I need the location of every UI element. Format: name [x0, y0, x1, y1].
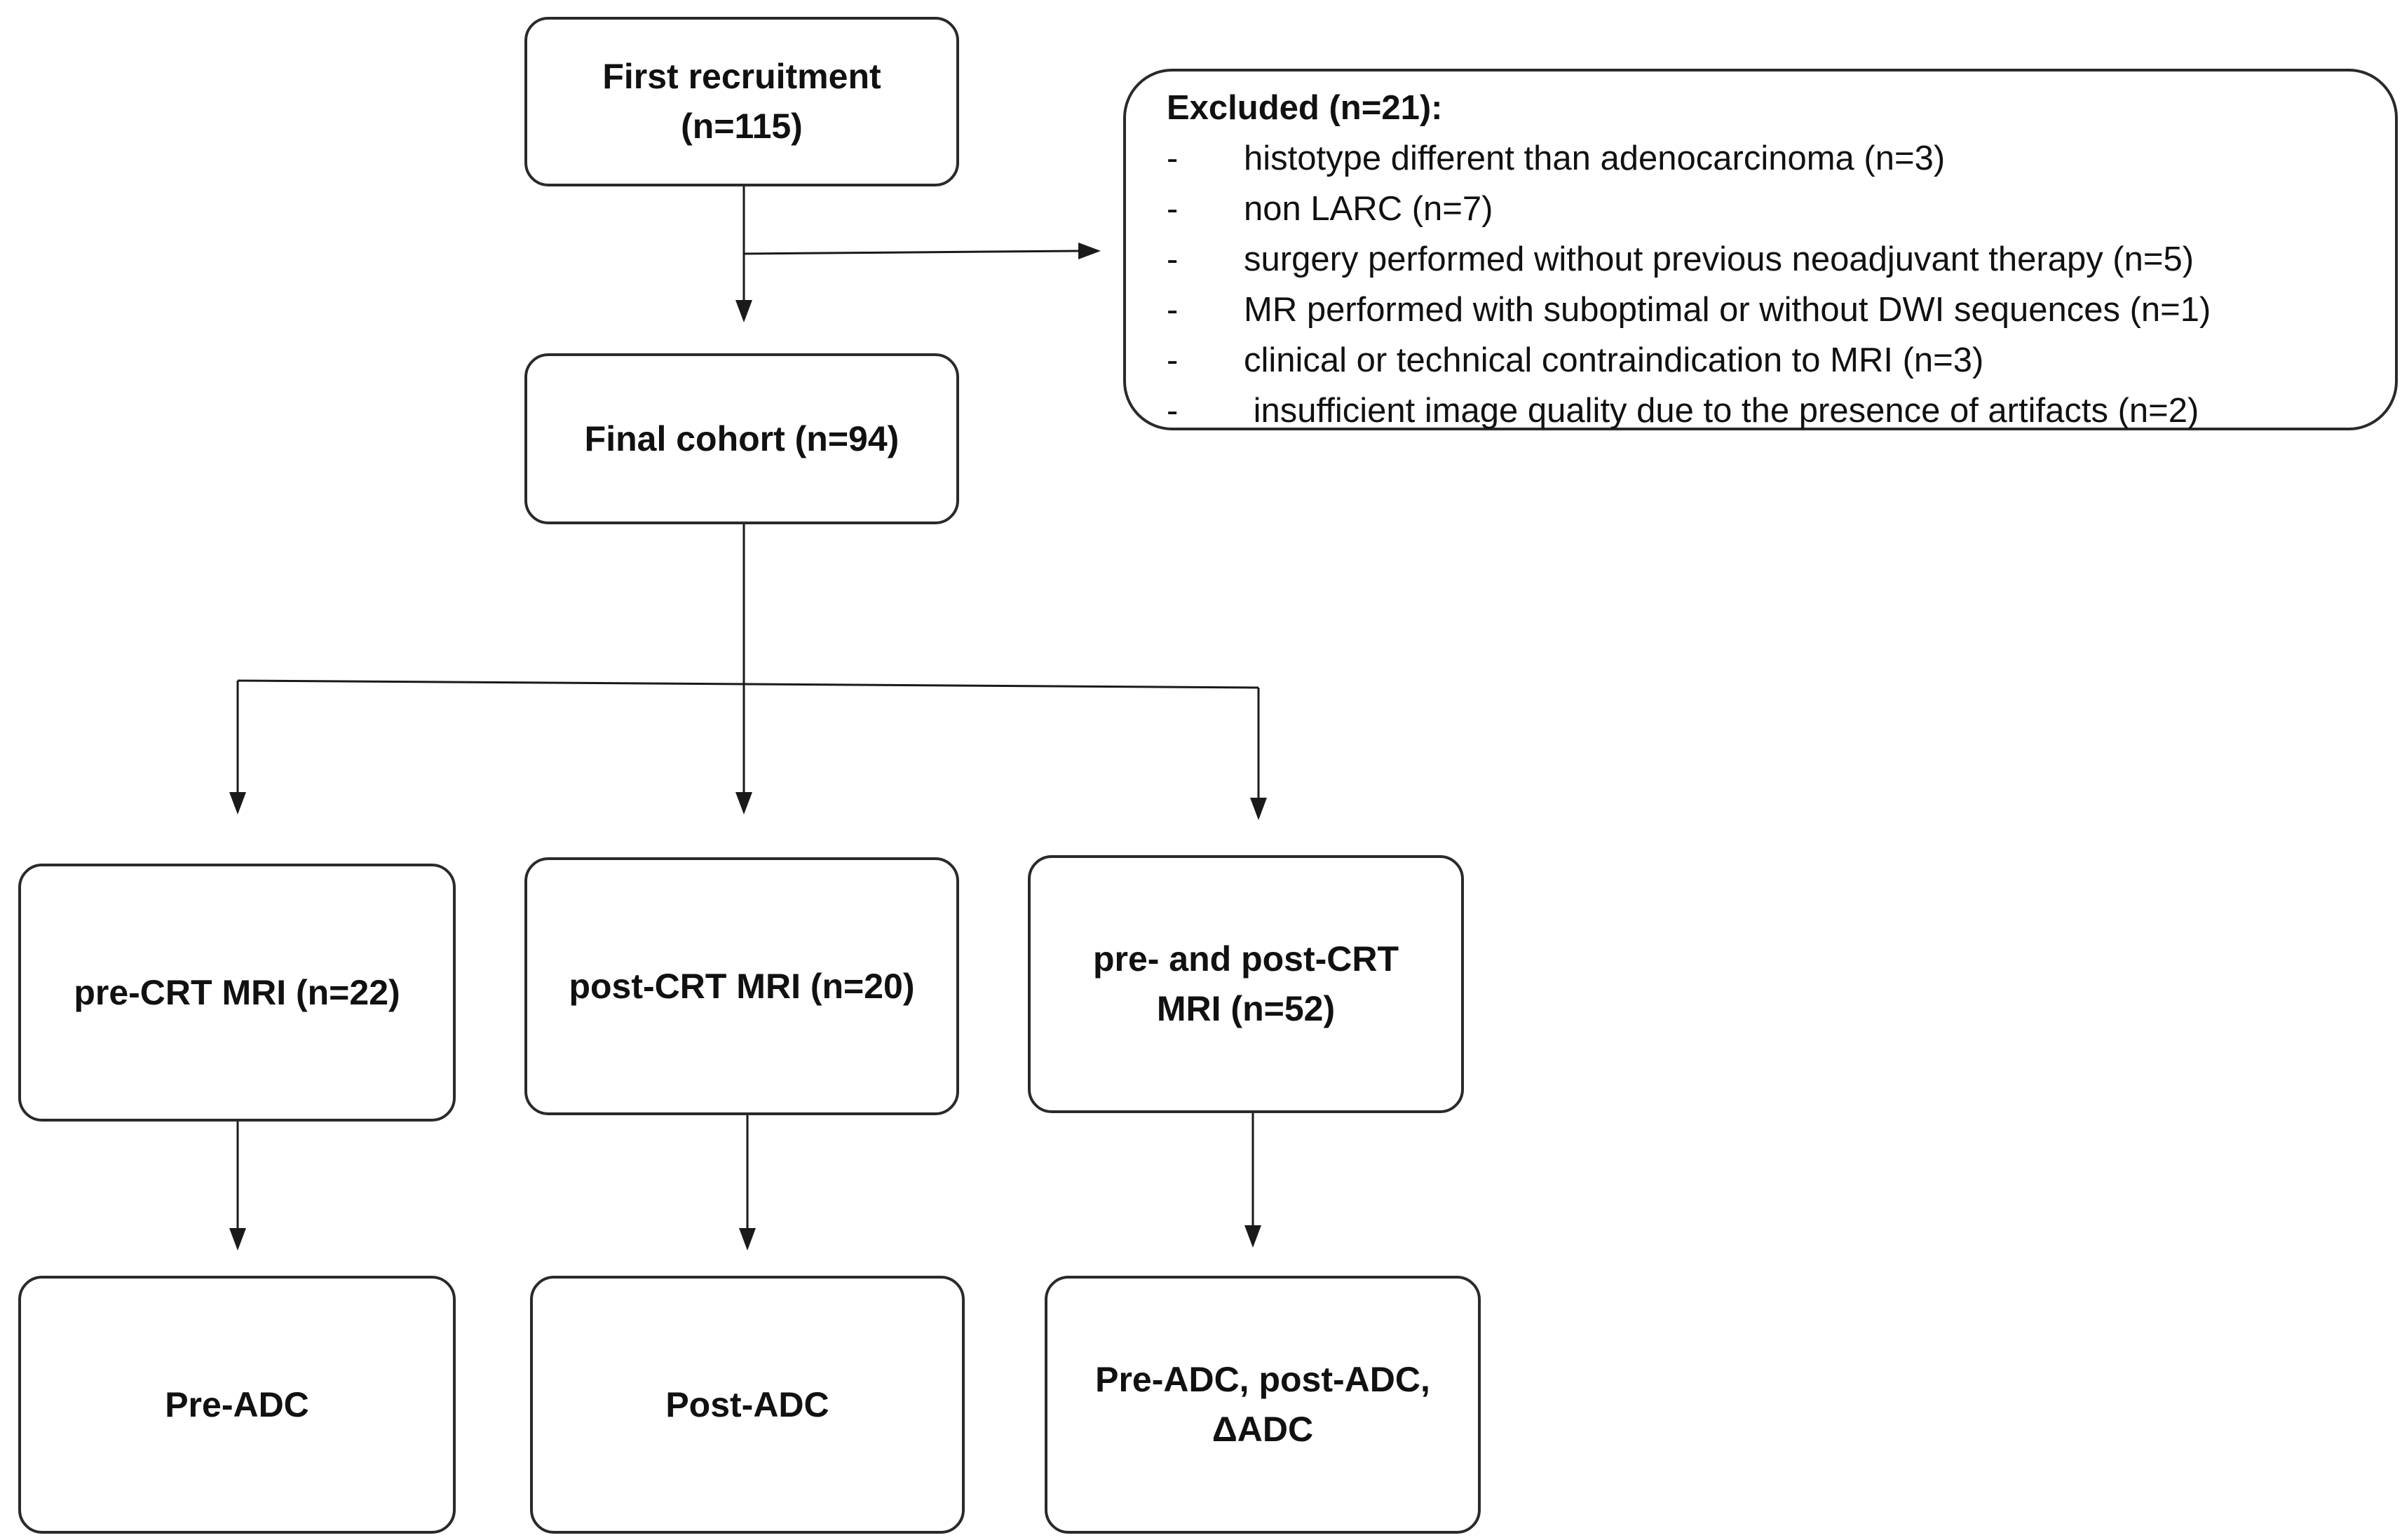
- pre-adc-box: Pre-ADC: [18, 1276, 456, 1534]
- arrowhead-post-adc: [739, 1228, 756, 1251]
- post-crt-mri-box: post-CRT MRI (n=20): [524, 857, 959, 1115]
- excluded-item: - insufficient image quality due to the …: [1167, 386, 2353, 436]
- arrowhead-final: [735, 300, 752, 322]
- arrowhead-excluded: [1078, 243, 1101, 259]
- arrowhead-prepost-mri: [1250, 798, 1267, 820]
- first-recruitment-box: First recruitment (n=115): [524, 17, 959, 186]
- excluded-item-text: non LARC (n=7): [1244, 190, 1493, 228]
- excluded-item-text: clinical or technical contraindication t…: [1244, 341, 1984, 379]
- excluded-item-text: surgery performed without previous neoad…: [1244, 240, 2194, 278]
- branch-line: [237, 679, 1259, 689]
- excluded-box: Excluded (n=21): - histotype different t…: [1123, 69, 2398, 430]
- excluded-item: - MR performed with suboptimal or withou…: [1167, 285, 2353, 335]
- excluded-title: Excluded (n=21):: [1167, 89, 1443, 127]
- post-crt-mri-label: post-CRT MRI (n=20): [569, 966, 915, 1006]
- excluded-item: - clinical or technical contraindication…: [1167, 335, 2353, 386]
- pre-post-crt-mri-box: pre- and post-CRT MRI (n=52): [1028, 855, 1464, 1113]
- final-cohort-label: Final cohort (n=94): [584, 418, 900, 458]
- pre-crt-mri-box: pre-CRT MRI (n=22): [18, 864, 456, 1122]
- post-adc-box: Post-ADC: [530, 1276, 965, 1534]
- arrowhead-pre-mri: [229, 792, 246, 815]
- pre-post-delta-adc-box: Pre-ADC, post-ADC, ΔADC: [1045, 1276, 1481, 1534]
- pre-adc-label: Pre-ADC: [165, 1384, 309, 1424]
- excluded-item: - non LARC (n=7): [1167, 184, 2353, 234]
- bullet-dash: -: [1167, 240, 1179, 278]
- pre-post-crt-mri-label-line1: pre- and post-CRT: [1092, 939, 1399, 979]
- arrowhead-post-mri: [735, 792, 752, 815]
- arrowhead-prepost-adc: [1244, 1225, 1261, 1248]
- first-recruitment-label: First recruitment: [602, 57, 881, 96]
- pre-post-crt-mri-label-line2: MRI (n=52): [1156, 989, 1336, 1028]
- excluded-item-text: insufficient image quality due to the pr…: [1244, 392, 2199, 430]
- arrowhead-pre-adc: [229, 1228, 246, 1251]
- arrow-to-excluded: [743, 250, 1079, 255]
- excluded-item: - histotype different than adenocarcinom…: [1167, 133, 2353, 184]
- bullet-dash: -: [1167, 139, 1179, 177]
- pre-post-delta-adc-label-line2: ΔADC: [1212, 1410, 1314, 1449]
- excluded-item: - surgery performed without previous neo…: [1167, 234, 2353, 285]
- bullet-dash: -: [1167, 341, 1179, 379]
- excluded-item-text: MR performed with suboptimal or without …: [1244, 291, 2211, 329]
- bullet-dash: -: [1167, 291, 1179, 329]
- first-recruitment-count: (n=115): [681, 107, 803, 146]
- excluded-item-text: histotype different than adenocarcinoma …: [1244, 139, 1946, 177]
- bullet-dash: -: [1167, 392, 1179, 430]
- final-cohort-box: Final cohort (n=94): [524, 353, 959, 524]
- bullet-dash: -: [1167, 190, 1179, 228]
- pre-post-delta-adc-label-line1: Pre-ADC, post-ADC,: [1095, 1360, 1430, 1399]
- post-adc-label: Post-ADC: [665, 1384, 829, 1424]
- pre-crt-mri-label: pre-CRT MRI (n=22): [74, 972, 400, 1012]
